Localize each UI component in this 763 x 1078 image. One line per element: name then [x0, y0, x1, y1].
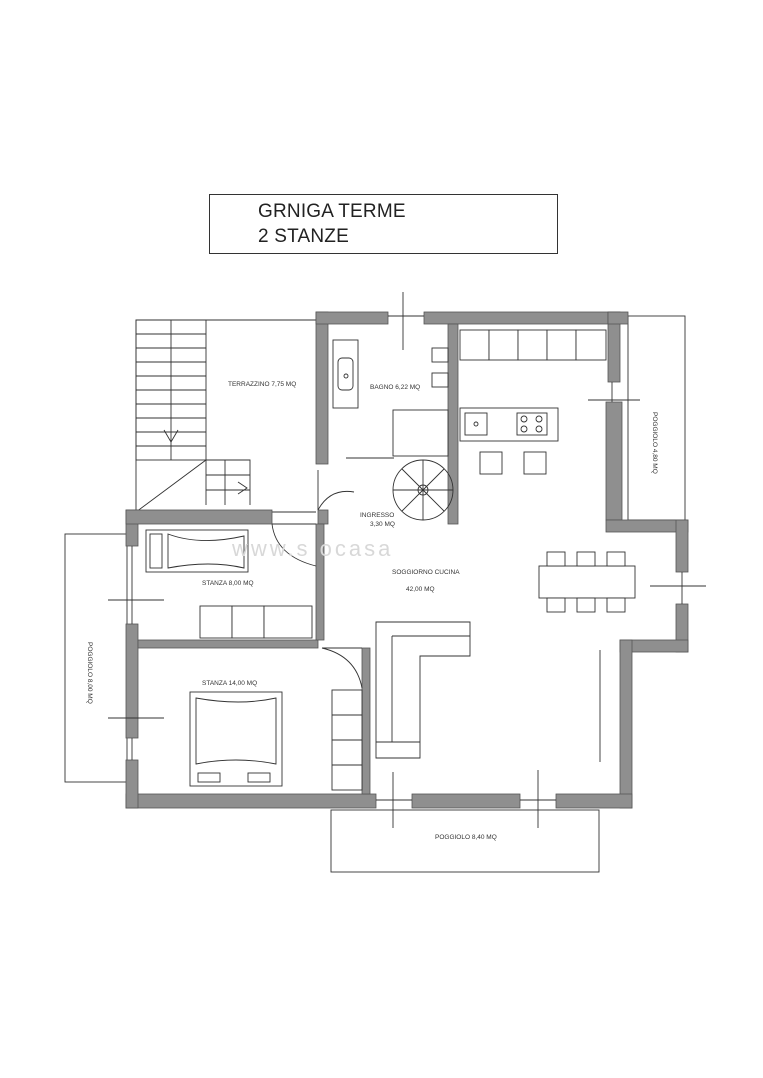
dining-table	[538, 551, 636, 613]
label-ingresso: INGRESSO	[360, 512, 394, 519]
label-soggiorno-area: 42,00 MQ	[406, 586, 435, 593]
terrace-outline	[135, 319, 316, 513]
spiral-staircase	[392, 459, 454, 521]
staircase	[135, 319, 251, 513]
label-poggiolo-left: POGGIOLO 8,00 MQ	[86, 642, 93, 704]
label-bagno: BAGNO 6,22 MQ	[370, 384, 420, 391]
large-bedroom-furniture	[189, 689, 363, 791]
bathroom-fixtures	[332, 339, 449, 459]
label-stanza-small: STANZA 8,00 MQ	[202, 580, 254, 587]
title-rooms: 2 STANZE	[258, 226, 349, 247]
label-stanza-large: STANZA 14,00 MQ	[202, 680, 257, 687]
label-poggiolo-right: POGGIOLO 4,80 MQ	[651, 412, 658, 474]
balcony-left	[64, 533, 128, 783]
windows	[108, 292, 706, 828]
walls	[125, 311, 689, 809]
label-soggiorno: SOGGIORNO CUCINA	[392, 569, 460, 576]
label-ingresso-area: 3,30 MQ	[370, 521, 395, 528]
title-box: GRNIGA TERME 2 STANZE	[209, 194, 558, 254]
small-bedroom-furniture	[145, 529, 313, 639]
sofa	[375, 621, 601, 762]
label-terrazzino: TERRAZZINO 7,75 MQ	[228, 381, 296, 388]
label-poggiolo-bottom: POGGIOLO 8,40 MQ	[435, 834, 497, 841]
watermark: www.s ocasa	[231, 536, 393, 561]
balcony-bottom	[330, 809, 600, 873]
kitchen	[459, 329, 607, 475]
title-location: GRNIGA TERME	[258, 201, 406, 222]
